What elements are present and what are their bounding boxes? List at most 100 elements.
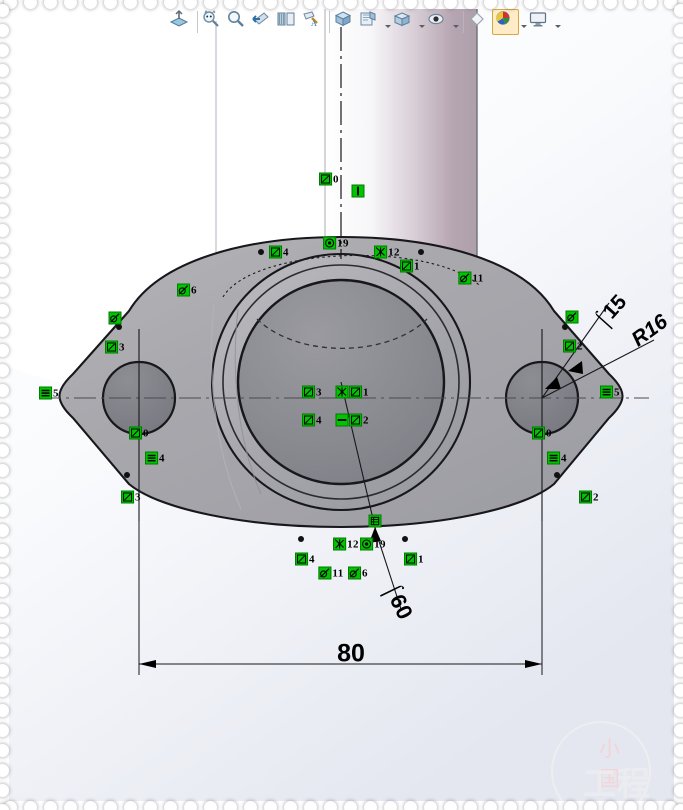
stamp-scallop: [674, 624, 683, 637]
constraint-marker-coincident-2[interactable]: 2: [349, 413, 369, 427]
constraint-marker-vertical[interactable]: [351, 184, 365, 198]
sketch-top-arc: [222, 254, 480, 298]
constraint-marker-coincident-2[interactable]: 2: [563, 339, 583, 353]
constraint-marker-equal-4[interactable]: 4: [547, 451, 567, 465]
stamp-scallop: [544, 0, 557, 9]
stamp-scallop: [0, 684, 9, 697]
constraint-label: 4: [561, 452, 567, 464]
toolbar-button-view-orientation[interactable]: [201, 10, 226, 34]
coincident-icon: [302, 413, 316, 427]
constraint-marker-merge-12[interactable]: 12: [374, 245, 400, 259]
toolbar-button-zoom-to-area[interactable]: [226, 10, 251, 34]
stamp-scallop: [164, 0, 177, 9]
constraint-label: 4: [316, 414, 322, 426]
stamp-scallop: [4, 801, 17, 810]
concentric-icon: [360, 537, 374, 551]
dimension-80[interactable]: [138, 464, 543, 675]
constraint-marker-fix[interactable]: [368, 514, 382, 528]
toolbar-button-hidden-lines[interactable]: [392, 10, 417, 34]
stamp-scallop: [524, 0, 537, 9]
constraint-marker-merge-12[interactable]: 12: [333, 537, 359, 551]
stamp-scallop: [84, 0, 97, 9]
stamp-scallop: [0, 24, 9, 37]
constraint-marker-tangent[interactable]: [565, 310, 579, 324]
constraint-marker-coincident-1[interactable]: 1: [404, 552, 424, 566]
toolbar-button-hide-show-items[interactable]: [276, 10, 301, 34]
toolbar-button-scene-palette[interactable]: [492, 9, 519, 35]
stamp-scallop: [384, 0, 397, 9]
constraint-marker-coincident-1[interactable]: 1: [400, 259, 420, 273]
toolbar-button-rotate-view[interactable]: [251, 10, 276, 34]
view-toolbar[interactable]: A: [9, 9, 674, 35]
toolbar-button-display-style[interactable]: [333, 10, 358, 34]
stamp-scallop: [464, 0, 477, 9]
toolbar-button-section-view[interactable]: [169, 9, 194, 34]
stamp-scallop: [204, 801, 217, 810]
stamp-scallop: [0, 604, 9, 617]
constraint-marker-coincident-0[interactable]: 0: [532, 426, 552, 440]
stamp-scallop: [674, 324, 683, 337]
stamp-scallop: [0, 324, 9, 337]
constraint-marker-tangent-6[interactable]: 6: [177, 283, 197, 297]
dimension-label-hole-spacing[interactable]: 80: [337, 639, 365, 668]
stamp-scallop: [0, 344, 9, 357]
constraint-marker-horizontal[interactable]: [335, 413, 349, 427]
constraint-marker-coincident-3[interactable]: 3: [121, 490, 141, 504]
toolbar-button-apply-scene[interactable]: [467, 10, 492, 34]
stamp-scallop: [0, 504, 9, 517]
toolbar-dropdown-arrow-view-setting[interactable]: [553, 10, 562, 34]
stamp-scallop: [0, 704, 9, 717]
constraint-marker-concentric-19[interactable]: 19: [323, 236, 349, 250]
constraint-marker-merge[interactable]: [335, 385, 349, 399]
equal-icon: [145, 451, 159, 465]
toolbar-dropdown-arrow-scene-palette[interactable]: [519, 10, 528, 34]
constraint-label: 2: [363, 414, 369, 426]
constraint-marker-equal-5[interactable]: 5: [39, 386, 59, 400]
toolbar-button-hide-show[interactable]: [426, 10, 451, 34]
stamp-scallop: [504, 801, 517, 810]
constraint-marker-tangent-11[interactable]: 11: [318, 566, 343, 580]
constraint-marker-equal-5[interactable]: 5: [600, 385, 620, 399]
constraint-marker-coincident-4[interactable]: 4: [295, 552, 315, 566]
constraint-marker-coincident-0[interactable]: 0: [319, 172, 339, 186]
constraint-marker-coincident-3[interactable]: 3: [105, 340, 125, 354]
stamp-scallop: [584, 801, 597, 810]
stamp-scallop: [674, 524, 683, 537]
toolbar-button-view-setting[interactable]: [528, 10, 553, 34]
toolbar-dropdown-arrow-hide-show[interactable]: [451, 10, 460, 34]
constraint-marker-concentric-19[interactable]: 19: [360, 537, 386, 551]
constraint-marker-tangent[interactable]: [108, 311, 122, 325]
stamp-scallop: [44, 0, 57, 9]
stamp-scallop: [224, 0, 237, 9]
coincident-icon: [295, 552, 309, 566]
constraint-marker-coincident-0[interactable]: 0: [129, 426, 149, 440]
toolbar-button-edit-appearance[interactable]: A: [301, 10, 326, 34]
constraint-label: 0: [333, 173, 339, 185]
constraint-marker-coincident-3[interactable]: 3: [302, 385, 322, 399]
stamp-scallop: [674, 544, 683, 557]
toolbar-dropdown-arrow-hidden-lines[interactable]: [417, 10, 426, 34]
equal-icon: [600, 385, 614, 399]
stamp-scallop: [674, 144, 683, 157]
stamp-scallop: [674, 744, 683, 757]
constraint-marker-tangent-6[interactable]: 6: [348, 566, 368, 580]
constraint-marker-coincident-4[interactable]: 4: [269, 245, 289, 259]
coincident-icon: [129, 426, 143, 440]
constraint-marker-coincident-2[interactable]: 2: [579, 490, 599, 504]
toolbar-dropdown-arrow-view-settings[interactable]: [383, 10, 392, 34]
stamp-scallop: [184, 0, 197, 9]
stamp-scallop: [674, 444, 683, 457]
stamp-scallop: [104, 0, 117, 9]
constraint-marker-coincident-4[interactable]: 4: [302, 413, 322, 427]
tangent-icon: [318, 566, 332, 580]
stamp-scallop: [674, 44, 683, 57]
constraint-marker-equal-4[interactable]: 4: [145, 451, 165, 465]
constraint-marker-tangent-11[interactable]: 11: [458, 271, 483, 285]
stamp-scallop: [64, 0, 77, 9]
stamp-scallop: [674, 304, 683, 317]
constraint-marker-coincident-1[interactable]: 1: [349, 385, 369, 399]
stamp-scallop: [674, 84, 683, 97]
toolbar-button-view-settings[interactable]: [358, 10, 383, 34]
stamp-scallop: [0, 624, 9, 637]
